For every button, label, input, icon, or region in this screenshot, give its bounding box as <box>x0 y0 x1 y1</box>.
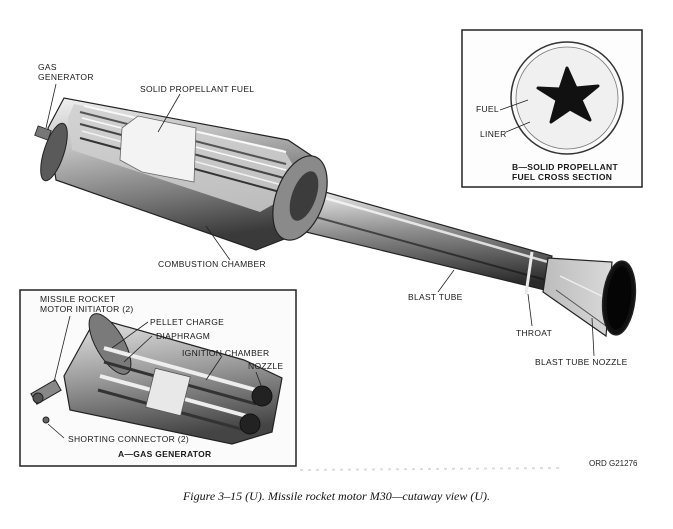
inset-b-title-line2: FUEL CROSS SECTION <box>512 172 613 182</box>
inset-a-title: A—GAS GENERATOR <box>118 449 212 459</box>
solid-propellant-highlight <box>119 115 197 183</box>
gas-generator-nub <box>34 125 52 141</box>
forward-closure <box>40 122 68 182</box>
diaphragm-label: DIAPHRAGM <box>156 331 211 341</box>
initiator-label-line2: MOTOR INITIATOR (2) <box>40 304 134 314</box>
nozzle-port-upper <box>251 385 273 407</box>
inset-b-title-line1: B—SOLID PROPELLANT <box>512 162 618 172</box>
combustion-chamber-body <box>34 97 328 251</box>
gas-generator-label-line1: GAS <box>38 62 57 72</box>
liner-label: LINER <box>480 129 507 139</box>
missile-rocket-motor-initiator-label: MISSILE ROCKET MOTOR INITIATOR (2) <box>40 294 134 314</box>
figure-caption: Figure 3–15 (U). Missile rocket motor M3… <box>182 489 491 503</box>
inset-a-gas-generator <box>19 289 297 467</box>
blast-tube-shape <box>299 189 553 291</box>
ignition-chamber-label: IGNITION CHAMBER <box>182 348 270 358</box>
shorting-connector-label: SHORTING CONNECTOR (2) <box>68 434 190 444</box>
inset-a-leader-lines <box>47 315 263 439</box>
blast-tube-nozzle-label: BLAST TUBE NOZZLE <box>535 357 628 367</box>
gas-generator-label: GAS GENERATOR <box>38 62 94 82</box>
solid-propellant-fuel-label: SOLID PROPELLANT FUEL <box>140 84 255 94</box>
gas-generator-label-line2: GENERATOR <box>38 72 94 82</box>
ord-number: ORD G21276 <box>589 459 638 468</box>
nozzle-port-lower <box>239 413 261 435</box>
shorting-connector-shape <box>30 379 62 424</box>
star-perforation-shape <box>536 66 600 124</box>
inset-b-cross-section <box>461 29 643 188</box>
combustion-chamber-label: COMBUSTION CHAMBER <box>158 259 266 269</box>
fuel-label: FUEL <box>476 104 499 114</box>
nozzle-label: NOZZLE <box>248 361 284 371</box>
initiator-label-line1: MISSILE ROCKET <box>40 294 116 304</box>
blast-tube-label: BLAST TUBE <box>408 292 463 302</box>
main-leader-lines <box>45 83 595 357</box>
rocket-motor-main <box>34 97 637 338</box>
throat-label: THROAT <box>516 328 553 338</box>
inset-b-title: B—SOLID PROPELLANT FUEL CROSS SECTION <box>512 162 618 182</box>
blast-tube-nozzle-shape <box>542 257 637 338</box>
throat-band <box>524 251 534 295</box>
pellet-charge-block <box>145 367 191 417</box>
pellet-charge-label: PELLET CHARGE <box>150 317 225 327</box>
